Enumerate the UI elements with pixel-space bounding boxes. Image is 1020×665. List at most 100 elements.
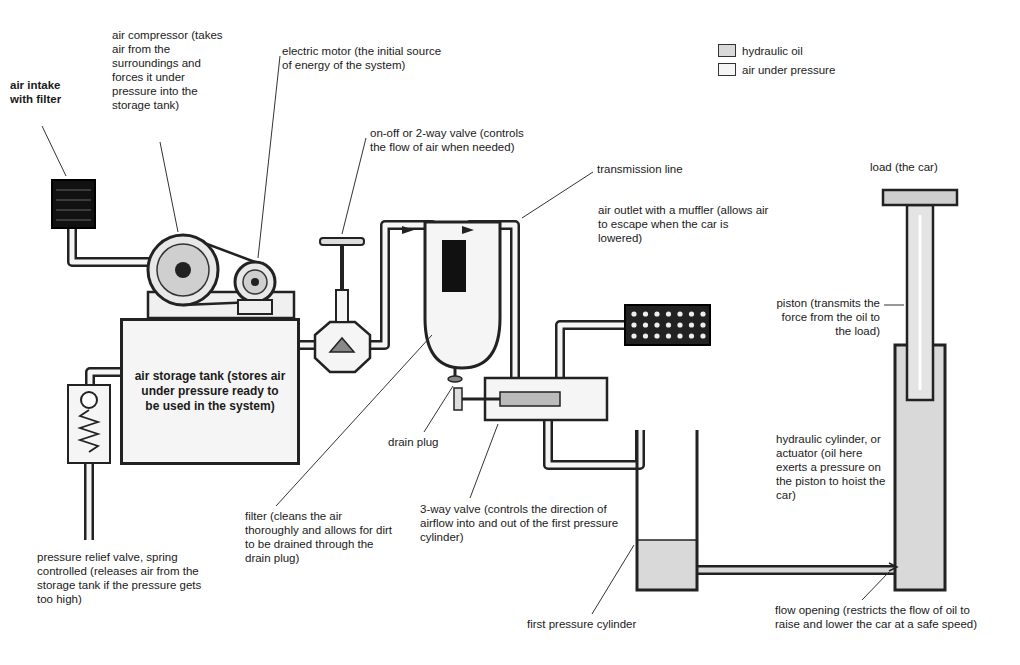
pipe <box>370 225 432 345</box>
callout-label: 3-way valve (controls the direction of a… <box>420 502 625 544</box>
legend-swatch <box>718 44 736 57</box>
callout-label: flow opening (restricts the flow of oil … <box>775 603 985 631</box>
hydraulic-cylinder <box>907 205 933 400</box>
pipe <box>560 325 625 378</box>
muffler-hole <box>677 311 682 316</box>
muffler-hole <box>654 322 659 327</box>
leader-line <box>470 424 498 498</box>
three-way-valve <box>462 398 500 401</box>
two-way-valve <box>340 245 344 290</box>
callout-label: pressure relief valve, spring controlled… <box>37 550 217 606</box>
pipe <box>84 463 94 540</box>
leader-line <box>258 56 280 258</box>
relief-valve <box>68 385 110 463</box>
leader-line <box>160 142 178 232</box>
muffler-hole <box>643 311 648 316</box>
first-pressure-cylinder <box>637 430 697 590</box>
air-filter <box>454 368 457 376</box>
muffler <box>625 305 710 345</box>
two-way-valve <box>320 238 364 245</box>
three-way-valve <box>500 392 560 406</box>
muffler-hole <box>677 322 682 327</box>
relief-valve <box>81 392 97 408</box>
callout-label: piston (transmits the force from the oil… <box>770 296 880 338</box>
two-way-valve <box>336 290 348 322</box>
hydraulic-cylinder <box>919 215 922 390</box>
muffler-hole <box>666 333 671 338</box>
muffler-hole <box>689 311 694 316</box>
pipe <box>697 568 895 573</box>
muffler <box>625 305 710 345</box>
intake-filter <box>52 180 95 228</box>
legend-entry: hydraulic oil <box>718 44 835 57</box>
hydraulic-cylinder <box>883 190 957 590</box>
storage-tank: air storage tank (stores air under press… <box>120 318 300 465</box>
two-way-valve <box>330 338 354 352</box>
callout-label: air intake with filter <box>10 78 74 106</box>
pipe <box>560 325 625 378</box>
callout-label: load (the car) <box>870 160 980 174</box>
intake-filter <box>56 220 91 221</box>
pipe <box>370 225 432 345</box>
callout-label: filter (cleans the air thoroughly and al… <box>245 509 395 565</box>
callout-label: electric motor (the initial source of en… <box>282 44 442 72</box>
callout-label: hydraulic cylinder, or actuator (oil her… <box>776 432 890 502</box>
compressor <box>175 262 191 278</box>
intake-filter <box>56 200 91 201</box>
muffler-hole <box>677 333 682 338</box>
legend-swatch <box>718 63 736 76</box>
callout-label: on-off or 2-way valve (controls the flow… <box>370 126 530 154</box>
intake-filter <box>52 180 95 228</box>
three-way-valve <box>454 378 607 420</box>
air-filter <box>462 226 474 234</box>
pipe <box>72 228 150 262</box>
electric-motor <box>251 278 259 286</box>
pipe <box>90 372 120 385</box>
leader-line <box>424 386 453 432</box>
muffler-hole <box>643 333 648 338</box>
leader-line <box>592 545 634 614</box>
callout-label: transmission line <box>597 162 737 176</box>
muffler-hole <box>689 322 694 327</box>
legend: hydraulic oil air under pressure <box>718 44 835 82</box>
leader-line <box>522 172 593 218</box>
callout-label: drain plug <box>388 435 478 449</box>
legend-entry: air under pressure <box>718 63 835 76</box>
three-way-valve <box>454 388 462 410</box>
muffler-hole <box>631 322 636 327</box>
pipe <box>72 228 150 262</box>
pipe <box>300 340 316 350</box>
muffler-hole <box>631 333 636 338</box>
callout-label: air outlet with a muffler (allows air to… <box>598 203 773 245</box>
compressor <box>148 235 294 318</box>
callout-label: first pressure cylinder <box>527 617 687 631</box>
air-filter <box>442 240 466 292</box>
compressor <box>148 235 218 305</box>
callout-label: air compressor (takes air from the surro… <box>112 28 224 112</box>
muffler-hole <box>666 322 671 327</box>
pipe <box>90 372 120 385</box>
muffler-hole <box>700 322 705 327</box>
muffler-hole <box>654 333 659 338</box>
hydraulic-cylinder <box>883 190 957 205</box>
leader-line <box>342 138 366 234</box>
two-way-valve <box>315 322 370 372</box>
first-pressure-cylinder <box>637 539 697 541</box>
electric-motor <box>235 262 275 314</box>
compressor <box>157 244 209 296</box>
legend-text: air under pressure <box>742 64 835 76</box>
relief-valve <box>68 385 110 463</box>
two-way-valve <box>315 238 370 372</box>
leader-line <box>42 126 66 176</box>
three-way-valve <box>485 378 607 420</box>
air-filter <box>402 226 414 234</box>
first-pressure-cylinder <box>637 430 697 590</box>
intake-filter <box>56 190 91 191</box>
leader-line <box>42 56 904 614</box>
pipe <box>87 463 92 540</box>
intake-filter <box>56 210 91 211</box>
pipe <box>697 565 895 575</box>
muffler-hole <box>700 311 705 316</box>
air-filter <box>448 376 462 382</box>
